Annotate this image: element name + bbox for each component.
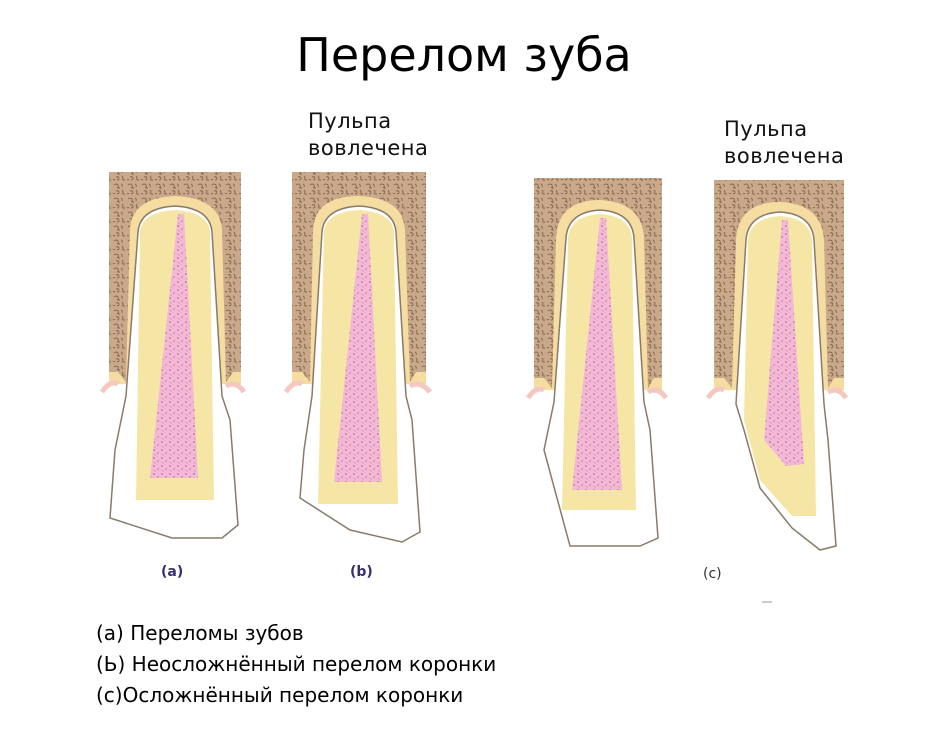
gingiva [705,386,849,400]
pulp-involved-note-b: Пульпа вовлечена [308,108,428,162]
page-title: Перелом зуба [296,28,632,82]
figure-label-a: (a) [161,564,184,580]
caption-line-a: (a) Переломы зубов [96,621,304,645]
pulp-note-line1: Пульпа [724,117,808,141]
gingiva [99,380,247,394]
pulp [334,214,382,482]
tooth-b [283,172,432,543]
caption: (a) Переломы зубов (Ь) Неосложнённый пер… [96,618,496,711]
pulp [150,214,198,478]
caption-line-c: (c)Осложнённый перелом коронки [96,683,464,707]
pulp-involved-note-c: Пульпа вовлечена [724,116,844,170]
caption-line-b: (Ь) Неосложнённый перелом коронки [96,652,497,676]
figure-label-c: (c) [703,566,722,582]
tooth-a [99,172,247,539]
gingiva [283,380,432,394]
tooth-c-right [705,180,849,551]
pulp [764,220,804,466]
pulp-note-line1: Пульпа [308,109,392,133]
figure-label-b: (b) [350,564,373,580]
gingiva [525,386,669,400]
pulp-note-line2: вовлечена [308,136,429,160]
pulp-note-line2: вовлечена [724,144,845,168]
pulp [572,218,622,490]
tooth-c-left [525,178,669,547]
